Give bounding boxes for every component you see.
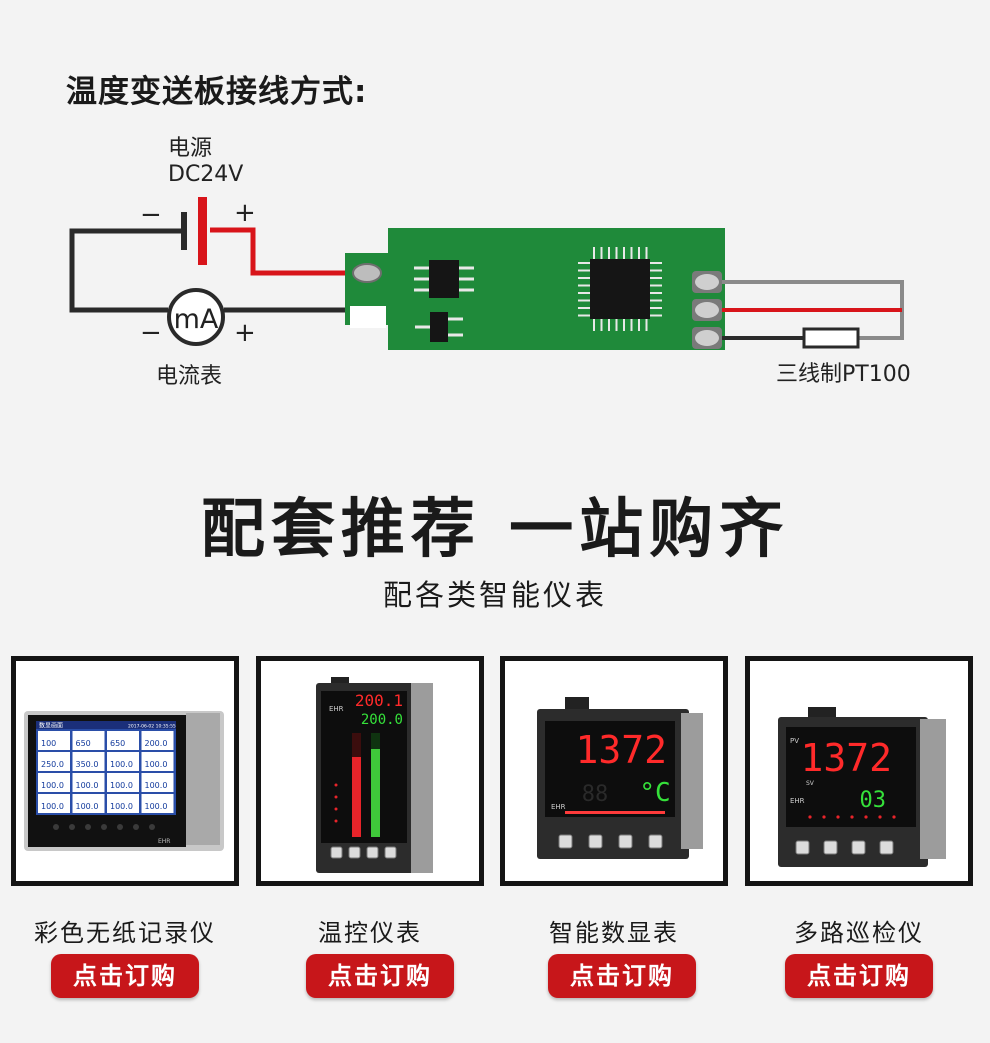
recorder-cell <box>141 752 174 771</box>
recorder-cell-value: 100.0 <box>110 781 133 790</box>
controller-pv: 200.1 <box>355 691 403 710</box>
sensor-label: 三线制PT100 <box>776 362 911 387</box>
order-button-controller[interactable]: 点击订购 <box>306 954 454 998</box>
recorder-cell <box>72 752 105 771</box>
recorder-cell-value: 100.0 <box>76 802 99 811</box>
recorder-date: 2017-06-02 10:35:55 <box>128 724 176 730</box>
controller-brand: EHR <box>329 705 344 713</box>
recorder-cell <box>107 731 139 750</box>
display-pv: 1372 <box>575 728 667 772</box>
product-card-recorder[interactable]: 数显画面 2017-06-02 10:35:55 100 650 650 200.0 2… <box>11 656 239 886</box>
power-label: 电源 <box>168 136 213 161</box>
recorder-cell-value: 100.0 <box>110 802 133 811</box>
battery-icon <box>181 197 207 265</box>
product-name-scanner: 多路巡检仪 <box>794 919 924 947</box>
recorder-cell <box>38 752 70 771</box>
hero-subtitle: 配各类智能仪表 <box>382 578 607 612</box>
wire-negative <box>69 228 183 313</box>
product-name-display: 智能数显表 <box>549 919 679 947</box>
order-button-recorder[interactable]: 点击订购 <box>51 954 199 998</box>
recorder-cell-value: 650 <box>110 739 125 748</box>
product-card-controller[interactable]: EHR 200.1 200.0 <box>256 656 484 886</box>
recorder-header: 数显画面 <box>39 722 63 730</box>
hero-title: 配套推荐 一站购齐 <box>200 493 790 567</box>
scanner-brand: EHR <box>790 797 805 805</box>
power-voltage: DC24V <box>168 162 244 187</box>
order-button-scanner[interactable]: 点击订购 <box>785 954 933 998</box>
recorder-cell-value: 100.0 <box>145 802 168 811</box>
recorder-cell <box>72 773 105 792</box>
recorder-cell <box>107 794 139 813</box>
wire-positive <box>210 227 350 276</box>
product-name-recorder: 彩色无纸记录仪 <box>34 919 216 947</box>
recorder-cell-value: 200.0 <box>145 739 168 748</box>
product-name-controller: 温控仪表 <box>318 919 422 947</box>
battery-minus: − <box>140 200 162 230</box>
recorder-cell <box>38 773 70 792</box>
meter-symbol: mA <box>174 304 219 335</box>
recorder-cell-value: 100.0 <box>145 781 168 790</box>
display-unit: °C <box>639 778 670 808</box>
scanner-pv: 1372 <box>800 736 892 780</box>
recorder-cell-value: 100 <box>41 739 56 748</box>
recorder-cell-value: 100.0 <box>145 760 168 769</box>
product-card-scanner[interactable]: PV 1372 SV 03 EHR <box>745 656 973 886</box>
meter-minus: − <box>140 318 162 348</box>
display-sv: 88 <box>582 782 609 807</box>
resistor-icon <box>802 327 860 349</box>
recorder-cell-value: 100.0 <box>76 781 99 790</box>
recorder-cell <box>38 794 70 813</box>
recorder-cell-value: 350.0 <box>76 760 99 769</box>
recorder-brand: EHR <box>158 838 170 845</box>
wiring-diagram: mA <box>69 197 904 350</box>
recorder-cell-value: 100.0 <box>41 802 64 811</box>
meter-plus: + <box>234 318 256 348</box>
ammeter-icon: mA <box>167 288 225 346</box>
recorder-cell-value: 100.0 <box>110 760 133 769</box>
recorder-cell-value: 250.0 <box>41 760 64 769</box>
recorder-cell <box>72 794 105 813</box>
controller-sv: 200.0 <box>361 712 403 728</box>
pcb-board-icon <box>345 228 725 350</box>
recorder-cell <box>141 794 174 813</box>
recorder-cell-value: 100.0 <box>41 781 64 790</box>
recorder-cell <box>107 752 139 771</box>
scanner-sv-tag: SV <box>806 780 815 787</box>
recorder-cell <box>141 731 174 750</box>
recorder-cell <box>38 731 70 750</box>
battery-plus: + <box>234 198 256 228</box>
order-button-display[interactable]: 点击订购 <box>548 954 696 998</box>
recorder-cell <box>107 773 139 792</box>
scanner-sv: 03 <box>860 788 887 813</box>
scanner-pv-tag: PV <box>790 737 799 745</box>
meter-label: 电流表 <box>156 364 223 389</box>
wiring-title: 温度变送板接线方式: <box>66 74 368 110</box>
display-brand: EHR <box>551 803 566 811</box>
recorder-cell-value: 650 <box>76 739 91 748</box>
product-card-display[interactable]: 1372 88 °C EHR <box>500 656 728 886</box>
recorder-cell <box>141 773 174 792</box>
recorder-cell <box>72 731 105 750</box>
